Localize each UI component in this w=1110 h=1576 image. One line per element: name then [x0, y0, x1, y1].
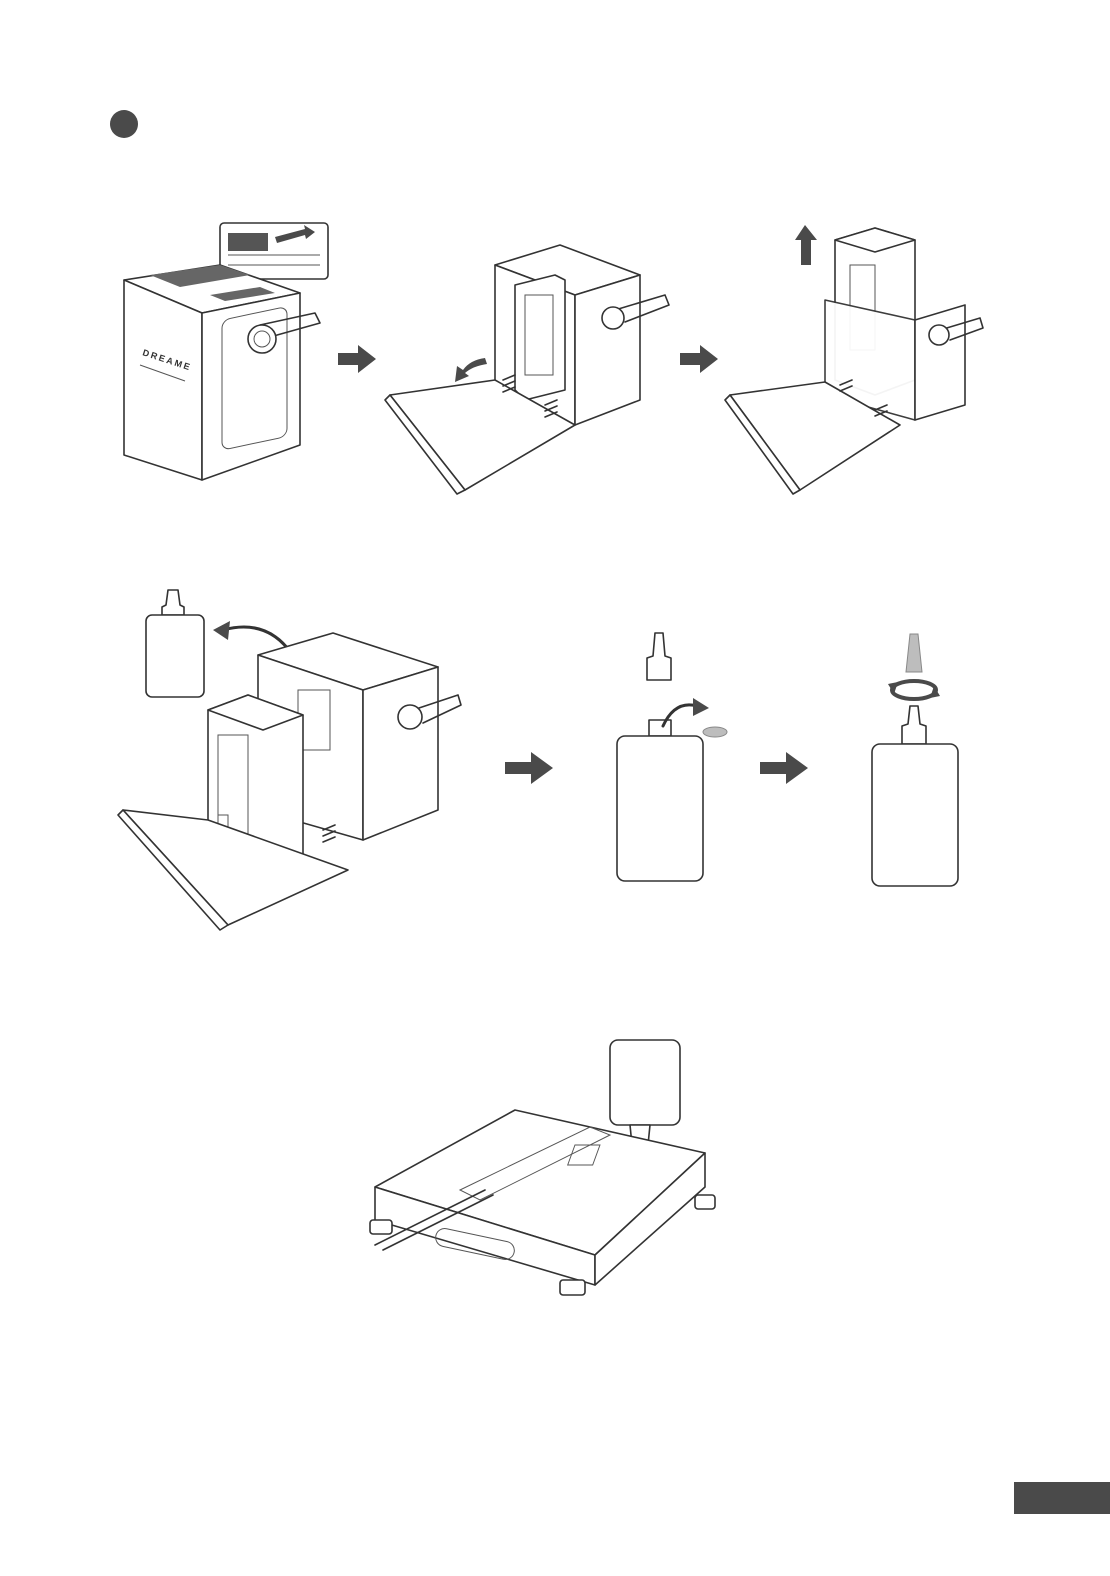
- replace-nozzle-illustration: [862, 632, 972, 892]
- arrow-right-icon: [338, 345, 378, 373]
- step-marker-dot: [110, 110, 138, 138]
- arrow-right-icon: [760, 752, 810, 784]
- arrow-right-icon: [680, 345, 720, 373]
- closed-base-station-illustration: DREAME: [110, 215, 340, 490]
- remove-bottle-illustration: [118, 585, 463, 935]
- remove-cap-seal-illustration: [605, 628, 735, 888]
- pour-into-robot-illustration: [365, 1035, 730, 1315]
- arrow-right-icon: [505, 752, 555, 784]
- open-door-base-station-illustration: [385, 240, 675, 495]
- lift-tank-out-illustration: [725, 220, 995, 495]
- page-tab-marker: [1014, 1482, 1110, 1514]
